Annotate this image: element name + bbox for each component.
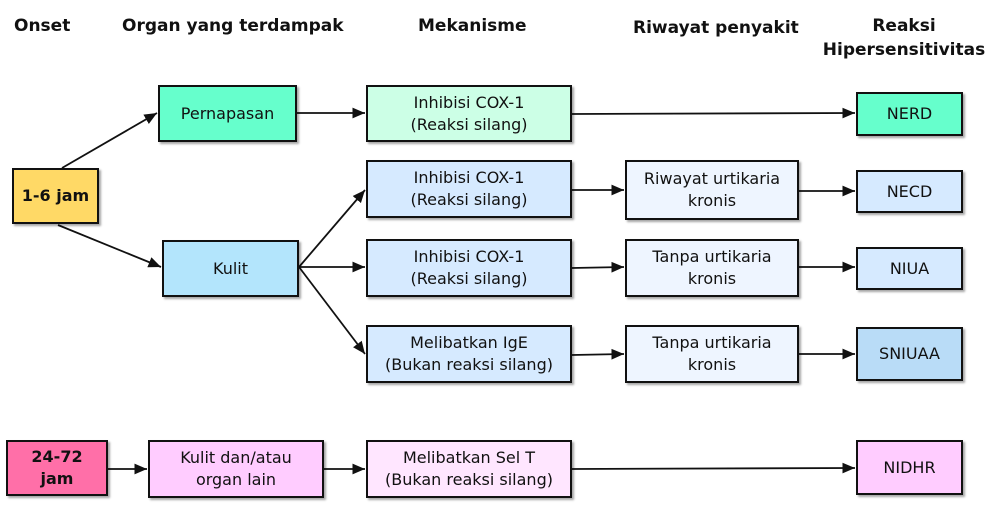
label: Melibatkan Sel T (402, 448, 536, 467)
label: Tanpa urtikaria (652, 247, 772, 266)
riwayat-box: Tanpa urtikaria kronis (625, 325, 799, 383)
label: (Reaksi silang) (410, 190, 528, 209)
arrow (571, 107, 856, 119)
label: Inhibisi COX-1 (413, 168, 525, 187)
reaksi-sniuaa: SNIUAA (856, 327, 963, 381)
label: kronis (687, 355, 737, 374)
label: NERD (886, 104, 933, 123)
reaksi-necd: NECD (856, 170, 963, 213)
header-reaksi-l2: Hipersensitivitas (822, 40, 986, 60)
arrow (298, 266, 366, 355)
arrow (61, 112, 158, 169)
label: (Reaksi silang) (410, 114, 528, 134)
label: kronis (687, 191, 737, 210)
mekanisme-box: Melibatkan IgE (Bukan reaksi silang) (366, 325, 572, 383)
header-riwayat: Riwayat penyakit (633, 18, 799, 38)
onset-1-6-jam: 1-6 jam (12, 168, 99, 224)
label: NECD (886, 181, 933, 201)
mekanisme-box: Inhibisi COX-1 (Reaksi silang) (366, 239, 572, 297)
riwayat-box: Tanpa urtikaria kronis (625, 239, 799, 297)
label: Kulit dan/atau (180, 448, 292, 467)
arrow (571, 261, 625, 273)
label: Melibatkan IgE (410, 333, 528, 352)
mekanisme-box: Inhibisi COX-1(Reaksi silang) (366, 85, 572, 142)
label: Kulit (213, 258, 248, 278)
label: 1-6 jam (21, 186, 90, 205)
organ-kulit-lain: Kulit dan/atau organ lain (148, 440, 324, 498)
label: (Bukan reaksi silang) (385, 355, 553, 374)
arrow (57, 224, 162, 268)
label: NIUA (889, 258, 930, 278)
label: jam (40, 469, 74, 488)
header-onset: Onset (14, 16, 71, 36)
reaksi-niua: NIUA (856, 247, 963, 290)
organ-pernapasan: Pernapasan (158, 85, 297, 142)
organ-kulit: Kulit (162, 240, 299, 297)
mekanisme-box: Inhibisi COX-1 (Reaksi silang) (366, 160, 572, 218)
label: SNIUAA (879, 344, 940, 363)
label: kronis (687, 269, 737, 288)
label: Riwayat urtikaria (643, 169, 781, 188)
riwayat-box: Riwayat urtikaria kronis (625, 160, 799, 220)
reaksi-nerd: NERD (856, 92, 963, 136)
label: (Bukan reaksi silang) (385, 470, 553, 489)
onset-24-72-jam: 24-72 jam (6, 440, 108, 496)
header-organ-text: Organ yang terdampak (122, 16, 344, 36)
label: Inhibisi COX-1 (413, 92, 525, 112)
label: (Reaksi silang) (410, 269, 528, 288)
label: 24-72 (31, 447, 83, 466)
label: Tanpa urtikaria (652, 333, 772, 352)
header-organ: Organ yang terdampak (122, 14, 344, 38)
header-reaksi-l1: Reaksi (872, 16, 936, 36)
label: Pernapasan (180, 103, 275, 123)
mekanisme-box: Melibatkan Sel T (Bukan reaksi silang) (366, 440, 572, 498)
header-mekanisme: Mekanisme (418, 16, 527, 36)
label: Inhibisi COX-1 (413, 247, 525, 266)
reaksi-nidhr: NIDHR (856, 440, 963, 495)
label: organ lain (195, 470, 277, 489)
arrow (571, 462, 856, 474)
label: NIDHR (883, 457, 936, 477)
arrow (298, 189, 366, 268)
arrow (571, 348, 625, 360)
